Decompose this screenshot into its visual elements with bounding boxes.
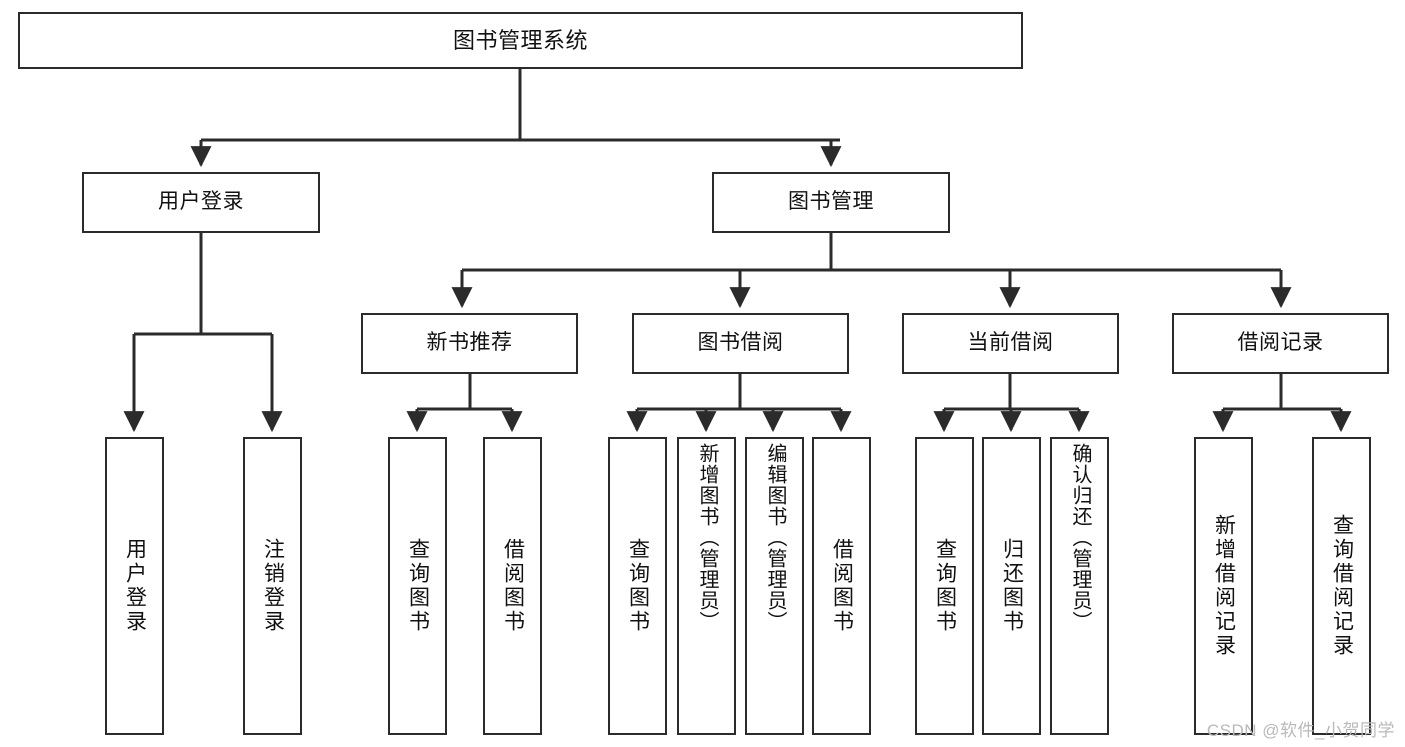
node-label: 用户登录 bbox=[158, 190, 244, 214]
node-book-borrow[interactable]: 图书借阅 bbox=[632, 313, 849, 374]
leaf-query-book-current[interactable]: 查询图书 bbox=[915, 437, 974, 735]
leaf-label: 确认归还（管理员） bbox=[1069, 443, 1091, 632]
leaf-label: 借阅图书 bbox=[830, 538, 854, 634]
leaf-label: 新增图书（管理员） bbox=[696, 443, 718, 632]
leaf-label: 用户登录 bbox=[123, 538, 147, 634]
node-new-book-recommend[interactable]: 新书推荐 bbox=[361, 313, 578, 374]
leaf-edit-book-admin[interactable]: 编辑图书（管理员） bbox=[745, 437, 804, 735]
leaf-query-book-newbook[interactable]: 查询图书 bbox=[388, 437, 447, 735]
node-current-borrow[interactable]: 当前借阅 bbox=[902, 313, 1119, 374]
leaf-label: 查询图书 bbox=[626, 538, 650, 634]
node-label: 图书管理 bbox=[788, 190, 874, 214]
node-label: 新书推荐 bbox=[426, 331, 513, 355]
leaf-label: 借阅图书 bbox=[501, 538, 525, 634]
leaf-label: 归还图书 bbox=[1000, 538, 1024, 634]
leaf-label: 查询图书 bbox=[933, 538, 957, 634]
leaf-label: 新增借阅记录 bbox=[1212, 514, 1236, 658]
leaf-borrow-book[interactable]: 借阅图书 bbox=[812, 437, 871, 735]
leaf-user-login[interactable]: 用户登录 bbox=[105, 437, 164, 735]
csdn-watermark: CSDN @软件_小贺同学 bbox=[1206, 721, 1395, 740]
node-borrow-record[interactable]: 借阅记录 bbox=[1172, 313, 1389, 374]
node-root-system[interactable]: 图书管理系统 bbox=[18, 12, 1023, 69]
node-book-management[interactable]: 图书管理 bbox=[712, 172, 950, 233]
leaf-query-book-borrow[interactable]: 查询图书 bbox=[608, 437, 667, 735]
node-label: 借阅记录 bbox=[1237, 331, 1324, 355]
node-label: 图书管理系统 bbox=[452, 27, 588, 53]
leaf-borrow-book-newbook[interactable]: 借阅图书 bbox=[483, 437, 542, 735]
leaf-label: 编辑图书（管理员） bbox=[764, 443, 786, 632]
leaf-label: 注销登录 bbox=[261, 538, 285, 634]
leaf-logout-login[interactable]: 注销登录 bbox=[243, 437, 302, 735]
node-user-login[interactable]: 用户登录 bbox=[82, 172, 320, 233]
leaf-confirm-return-admin[interactable]: 确认归还（管理员） bbox=[1050, 437, 1109, 735]
leaf-add-book-admin[interactable]: 新增图书（管理员） bbox=[677, 437, 736, 735]
leaf-add-borrow-record[interactable]: 新增借阅记录 bbox=[1194, 437, 1253, 735]
leaf-label: 查询图书 bbox=[406, 538, 430, 634]
leaf-label: 查询借阅记录 bbox=[1330, 514, 1354, 658]
leaf-query-borrow-record[interactable]: 查询借阅记录 bbox=[1312, 437, 1371, 735]
leaf-return-book[interactable]: 归还图书 bbox=[982, 437, 1041, 735]
node-label: 当前借阅 bbox=[967, 331, 1054, 355]
node-label: 图书借阅 bbox=[697, 331, 784, 355]
